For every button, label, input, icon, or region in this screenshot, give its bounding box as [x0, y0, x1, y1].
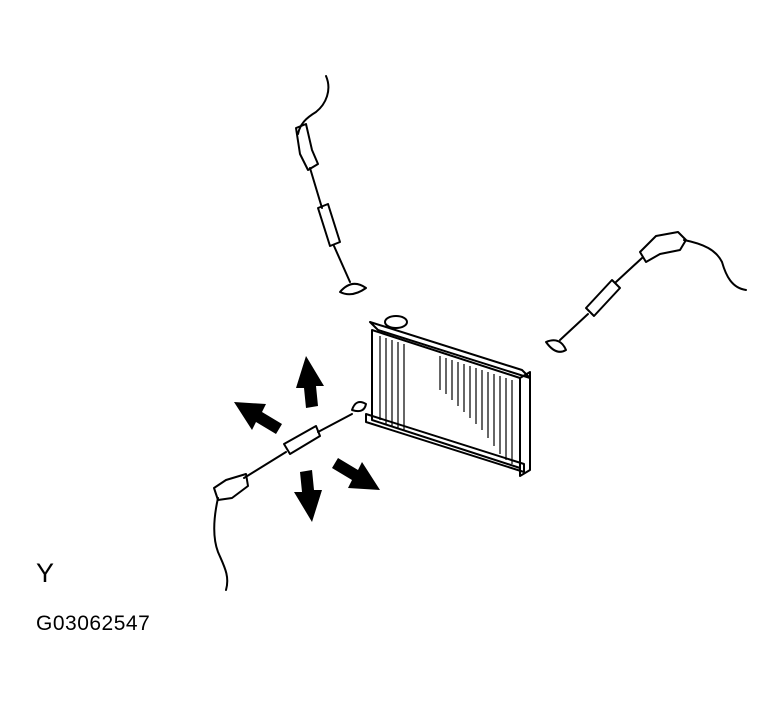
down-right-arrow-icon: [332, 458, 380, 490]
right-probe-sleeve: [585, 279, 621, 317]
top-probe-rod-lower: [333, 245, 351, 283]
up-arrow-icon: [296, 356, 324, 408]
inserted-probe-rod-lower: [243, 451, 287, 479]
core-fins: [379, 336, 513, 464]
left-arrow-icon: [234, 402, 282, 434]
right-probe-connector: [639, 231, 687, 263]
core-top-tank: [369, 321, 531, 379]
heater-core: [365, 315, 531, 477]
right-probe-rod-upper: [615, 257, 643, 283]
inserted-probe-wire: [213, 497, 229, 591]
core-cap: [384, 315, 408, 329]
inserted-probe-rod-upper: [317, 413, 353, 433]
inserted-probe-connector: [213, 473, 249, 501]
top-probe-tip: [339, 282, 367, 296]
view-label: Y: [36, 558, 55, 588]
core-side-plate: [519, 371, 531, 477]
inserted-sensor-probe: [213, 401, 367, 591]
top-probe-rod-upper: [309, 167, 323, 209]
top-sensor-probe: [295, 75, 367, 296]
figure-code: G03062547: [36, 612, 151, 635]
inserted-probe-sleeve: [283, 425, 321, 455]
right-probe-rod-lower: [559, 313, 589, 341]
top-probe-sleeve: [317, 203, 341, 247]
right-sensor-probe: [545, 231, 747, 353]
core-bottom-tank: [365, 413, 525, 473]
inserted-probe-tip: [351, 401, 367, 413]
top-probe-connector: [295, 123, 319, 171]
right-probe-tip: [545, 339, 567, 353]
direction-arrows: [234, 356, 380, 522]
right-probe-wire: [683, 239, 747, 291]
down-arrow-icon: [294, 470, 322, 522]
